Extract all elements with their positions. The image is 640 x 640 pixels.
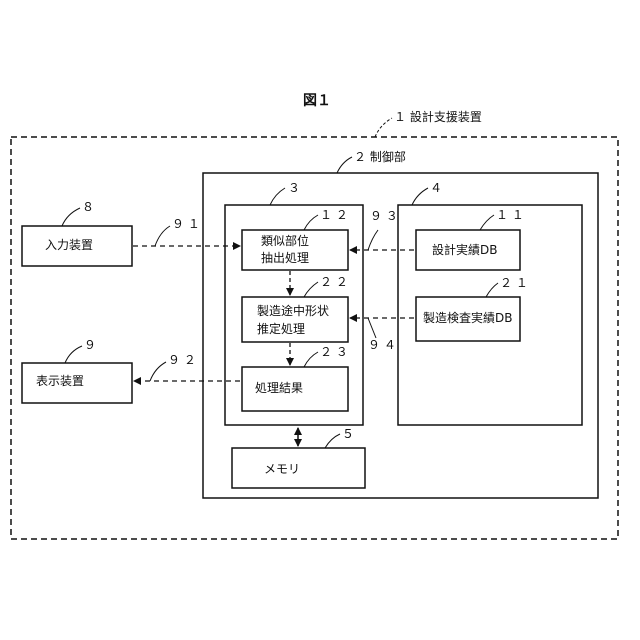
label-21: ２ １ <box>500 276 528 291</box>
leader-1 <box>375 118 392 137</box>
leader-9 <box>65 346 82 363</box>
leader-92 <box>150 362 166 381</box>
label-22: ２ ２ <box>320 275 348 290</box>
input-device-label: 入力装置 <box>45 238 93 253</box>
similar-part-label-2: 抽出処理 <box>261 251 309 266</box>
similar-part-label-1: 類似部位 <box>261 234 309 249</box>
label-92: ９ ２ <box>168 353 196 368</box>
label-93: ９ ３ <box>370 209 398 224</box>
label-block3: ３ <box>288 181 300 196</box>
leader-4 <box>412 188 428 205</box>
leader-2 <box>337 157 352 173</box>
label-12: １ ２ <box>320 208 348 223</box>
result-label: 処理結果 <box>255 381 303 396</box>
design-db-label: 設計実績DB <box>432 243 497 258</box>
leader-22 <box>304 282 318 297</box>
label-display-num: ９ <box>84 338 96 353</box>
leader-3 <box>270 188 285 205</box>
label-11: １ １ <box>496 208 524 223</box>
leader-91 <box>155 226 170 246</box>
label-block4: ４ <box>430 181 442 196</box>
label-input-num: ８ <box>82 200 94 215</box>
leader-5 <box>325 434 340 448</box>
display-device-label: 表示装置 <box>36 374 84 389</box>
figure-title: 図１ <box>303 90 331 110</box>
label-device: １ 設計支援装置 <box>394 110 482 125</box>
leader-21 <box>486 283 498 297</box>
leader-12 <box>304 215 318 230</box>
label-control: ２ 制御部 <box>354 150 406 165</box>
label-memory-num: ５ <box>342 427 354 442</box>
label-94: ９ ４ <box>368 338 396 353</box>
leader-8 <box>62 208 80 226</box>
leader-93 <box>368 230 378 250</box>
inspect-db-label: 製造検査実績DB <box>423 311 512 326</box>
label-23: ２ ３ <box>320 345 348 360</box>
label-91: ９ １ <box>172 217 200 232</box>
leader-23 <box>304 352 318 367</box>
device-frame <box>11 137 618 539</box>
memory-label: メモリ <box>264 462 300 477</box>
leader-94 <box>368 318 376 338</box>
leader-11 <box>480 215 494 230</box>
midshape-label-2: 推定処理 <box>257 322 305 337</box>
midshape-label-1: 製造途中形状 <box>257 304 329 319</box>
